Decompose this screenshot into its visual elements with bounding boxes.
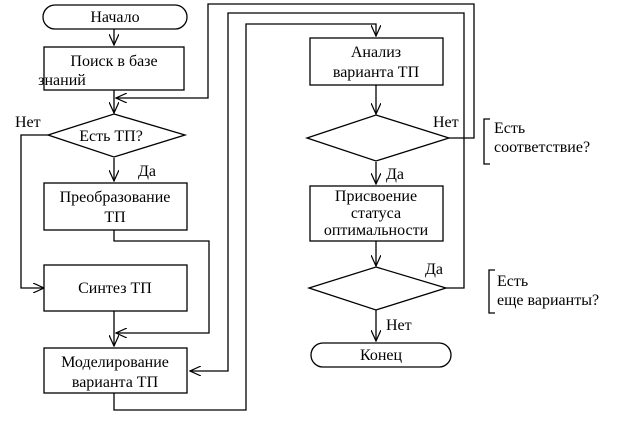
search-label-line1: Поиск в базе <box>70 53 157 70</box>
transform-label-line2: ТП <box>104 209 126 226</box>
arrow-match-no-to-search <box>116 3 475 139</box>
label-no-bottom: Нет <box>386 317 412 334</box>
label-yes-2: Да <box>386 166 404 183</box>
assign-label-line1: Присвоение <box>335 188 417 205</box>
label-yes-1: Да <box>138 163 156 180</box>
annotation-match: Есть соответствие? <box>483 118 590 165</box>
analysis-node: Анализ варианта ТП <box>309 37 444 86</box>
modeling-node: Моделирование варианта ТП <box>43 347 188 394</box>
annotation-more: Есть еще варианты? <box>488 269 599 314</box>
end-node: Конец <box>310 342 452 368</box>
search-label-line2: знаний <box>38 72 86 89</box>
annotation-match-line1: Есть <box>494 120 525 137</box>
start-label: Начало <box>90 9 139 26</box>
modeling-label-line2: варианта ТП <box>72 374 159 391</box>
label-no-right: Нет <box>433 114 459 131</box>
modeling-label-line1: Моделирование <box>61 354 169 371</box>
has-tp-decision: Есть ТП? <box>45 113 188 158</box>
assign-label-line2: статуса <box>351 205 401 222</box>
label-yes-3: Да <box>425 261 443 278</box>
synthesis-label: Синтез ТП <box>78 280 152 297</box>
transform-label-line1: Преобразование <box>60 189 171 206</box>
search-node: Поиск в базе знаний <box>38 46 185 91</box>
assign-node: Присвоение статуса оптимальности <box>309 185 444 242</box>
connectors <box>20 3 475 411</box>
assign-label-line3: оптимальности <box>324 222 429 239</box>
analysis-label-line2: варианта ТП <box>333 64 420 81</box>
label-no-left: Нет <box>15 114 41 131</box>
has-tp-label: Есть ТП? <box>79 128 143 145</box>
arrow-transform-to-modeling <box>113 230 210 333</box>
synthesis-node: Синтез ТП <box>43 264 188 312</box>
arrow-more-yes-to-modeling <box>190 12 465 371</box>
annotation-more-line1: Есть <box>497 273 528 290</box>
start-node: Начало <box>42 4 188 30</box>
match-decision <box>304 114 452 162</box>
annotation-more-line2: еще варианты? <box>497 292 599 309</box>
arrow-modeling-to-analysis <box>113 23 376 411</box>
more-decision <box>306 266 449 311</box>
analysis-label-line1: Анализ <box>351 44 401 61</box>
end-label: Конец <box>360 347 403 364</box>
transform-node: Преобразование ТП <box>43 182 188 231</box>
annotation-match-line2: соответствие? <box>494 139 590 156</box>
arrow-decision-to-synthesis <box>20 134 48 288</box>
